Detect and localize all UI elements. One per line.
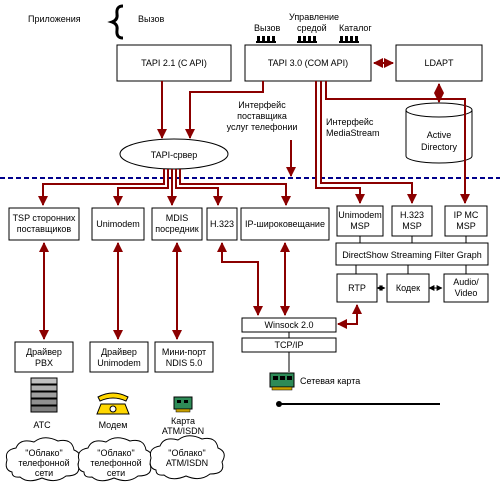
cloud-1-label-line1: "Облако": [25, 448, 62, 458]
brace-icon: [107, 4, 124, 40]
active-directory-label-line2: Directory: [421, 142, 458, 152]
unimodem-msp-label-line1: Unimodem: [338, 210, 382, 220]
applications-label: Приложения: [28, 14, 81, 24]
h323-winsock-arrow: [217, 242, 263, 316]
atm-cloud-label-line1: "Облако": [168, 448, 205, 458]
ndis-label-line1: Мини-порт: [162, 347, 206, 357]
h323-box: [206, 207, 238, 241]
tapi-server-label: TAPI-срвер: [151, 150, 198, 160]
mdis-label-line2: посредник: [155, 224, 198, 234]
active-directory-cylinder: [405, 102, 473, 164]
h323-msp-box: [391, 205, 433, 237]
audio-video-box: [443, 273, 489, 303]
ldapt-label: LDAPT: [424, 58, 454, 68]
cloud-2-label-line2: телефонной: [90, 458, 141, 468]
unimodem-box: [91, 207, 145, 241]
unimodem-label: Unimodem: [96, 219, 140, 229]
tapi30-msp-arrows: [315, 81, 470, 204]
network-card-icon: [269, 372, 295, 391]
tapi30-box: [244, 44, 372, 82]
tcpip-label: TCP/IP: [274, 340, 303, 350]
pbx-stack-icon: [30, 377, 58, 413]
unimodem-msp-label-line2: MSP: [350, 221, 370, 231]
cloud-1-label-line3: сети: [35, 468, 53, 478]
modem-label: Модем: [99, 420, 128, 430]
tapi21-label: TAPI 2.1 (C API): [141, 58, 207, 68]
cloud-2-label-line1: "Облако": [97, 448, 134, 458]
atm-card-label-line1: Карта: [171, 416, 195, 426]
audio-video-label-line2: Video: [455, 288, 478, 298]
directshow-filter-connectors: [355, 265, 467, 274]
mdis-label-line1: MDIS: [166, 213, 189, 223]
directshow-label: DirectShow Streaming Filter Graph: [342, 250, 482, 260]
media-control-label-line1: Управление: [289, 12, 339, 22]
tsp-label-line2: поставщиков: [17, 224, 72, 234]
atm-card-icon: [173, 396, 193, 413]
ndis-label-line2: NDIS 5.0: [166, 358, 203, 368]
ipmc-msp-label-line2: MSP: [456, 221, 476, 231]
tsp-label-line1: TSP сторонних: [13, 213, 76, 223]
codec-label: Кодек: [396, 283, 420, 293]
unimodem-driver-label-line1: Драйвер: [101, 347, 137, 357]
interface-connectors-icon: [256, 36, 359, 43]
cloud-2-label-line3: сети: [107, 468, 125, 478]
audio-video-label-line1: Audio/: [453, 277, 479, 287]
pbx-driver-box: [14, 341, 74, 373]
tapi30-server-arrow: [185, 81, 264, 139]
mdis-box: [151, 207, 203, 241]
call-label: Вызов: [138, 14, 165, 24]
tapi30-label: TAPI 3.0 (COM API): [268, 58, 348, 68]
ipmc-msp-box: [444, 205, 488, 237]
pbx-driver-label-line1: Драйвер: [26, 347, 62, 357]
network-card-label: Сетевая карта: [300, 376, 360, 386]
msp-directshow-connectors: [359, 236, 467, 243]
atm-cloud-label-line2: ATM/ISDN: [166, 458, 208, 468]
atm-cloud-icon: [149, 435, 225, 480]
sp-interface-label-line2: поставщика: [237, 111, 287, 121]
mediastream-label-line2: MediaStream: [326, 128, 380, 138]
rtp-label: RTP: [348, 283, 366, 293]
unimodem-driver-box: [89, 341, 149, 373]
call2-label: Вызов: [254, 23, 281, 33]
h323-msp-label-line1: H.323: [400, 210, 424, 220]
ndis-box: [154, 341, 214, 373]
unimodem-msp-box: [336, 205, 384, 237]
directshow-box: [335, 242, 489, 266]
unimodem-driver-label-line2: Unimodem: [97, 358, 141, 368]
mediastream-label-line1: Интерфейс: [326, 117, 374, 127]
h323-label: H.323: [210, 219, 234, 229]
server-provider-arrows: [38, 169, 291, 206]
h323-msp-label-line2: MSP: [402, 221, 422, 231]
tapi21-box: [116, 44, 232, 82]
cloud-1-label-line2: телефонной: [18, 458, 69, 468]
ipmc-msp-label-line1: IP MC: [454, 210, 479, 220]
codec-box: [386, 273, 430, 303]
rtp-winsock-arrow: [337, 304, 362, 329]
atm-card-label-line2: ATM/ISDN: [162, 426, 204, 436]
winsock-label: Winsock 2.0: [264, 320, 313, 330]
telephone-cloud-1-icon: [5, 437, 81, 482]
tsp-box: [8, 207, 80, 241]
tapi-server-ellipse: [119, 138, 229, 170]
network-cable-end: [276, 401, 282, 407]
ip-broadcast-box: [240, 207, 330, 241]
pbx-label: АТС: [33, 420, 51, 430]
sp-interface-label-line1: Интерфейс: [238, 100, 286, 110]
active-directory-label-line1: Active: [427, 130, 452, 140]
sp-interface-label-line3: услуг телефонии: [227, 122, 298, 132]
telephone-cloud-2-icon: [77, 437, 153, 482]
pbx-driver-label-line2: PBX: [35, 358, 53, 368]
ip-broadcast-label: IP-широковещание: [245, 219, 325, 229]
modem-phone-icon: [96, 392, 130, 415]
catalog-label: Каталог: [339, 23, 372, 33]
media-control-label-line2: средой: [297, 23, 327, 33]
ldapt-box: [395, 44, 483, 82]
